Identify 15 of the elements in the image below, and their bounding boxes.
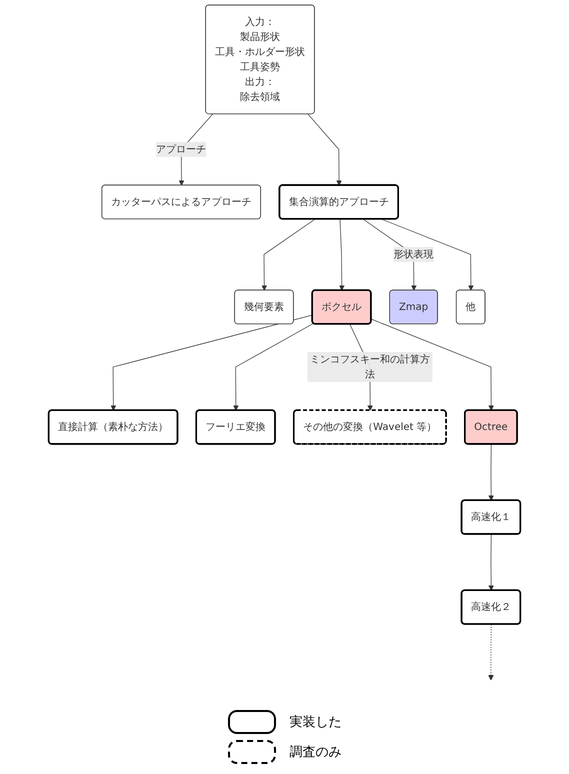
- arrow: [488, 534, 494, 591]
- arrow: [381, 218, 474, 291]
- arrow: [339, 218, 345, 291]
- legend-text: 実装した: [290, 714, 342, 731]
- arrow: [488, 444, 494, 501]
- edge-label: アプローチ: [156, 143, 206, 156]
- arrow: [488, 624, 494, 680]
- legend-text: 調査のみ: [290, 744, 342, 761]
- arrow: [370, 318, 494, 411]
- arrow: [233, 323, 314, 411]
- arrow: [110, 314, 313, 411]
- edge-label: ミンコフスキー和の計算方法: [310, 353, 430, 380]
- arrow: [308, 114, 342, 186]
- arrow: [262, 218, 316, 291]
- edge-label: 形状表現: [394, 248, 434, 260]
